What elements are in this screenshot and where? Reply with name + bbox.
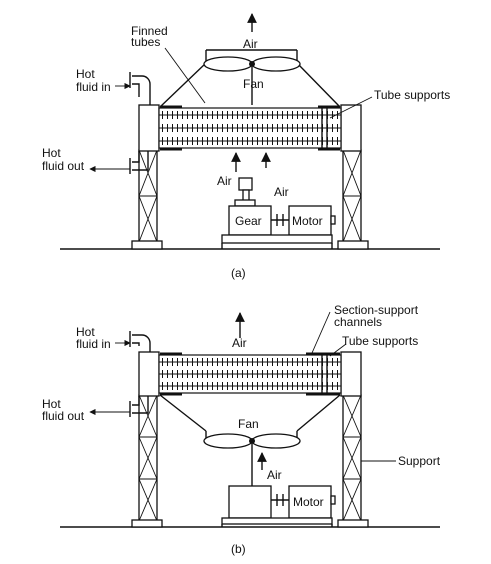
motor-label-b: Motor — [293, 495, 324, 509]
fan-b — [203, 433, 301, 486]
air-fan-label-b: Air — [267, 468, 282, 482]
finned-tubes-leader-a — [164, 47, 206, 104]
drive-b — [221, 485, 336, 527]
left-support-leg-b — [131, 394, 163, 528]
support-label-b: Support — [398, 454, 441, 468]
motor-label-a: Motor — [292, 214, 323, 228]
drive-base-a — [221, 234, 333, 244]
air-top-label-a: Air — [243, 37, 258, 51]
fan-label-a: Fan — [243, 77, 264, 91]
drive-base-b — [221, 517, 333, 525]
tube-supports-leader-b — [329, 343, 347, 357]
gear-label-a: Gear — [235, 214, 262, 228]
tube-support-plate-b — [321, 353, 328, 395]
hot-fluid-out-label-b-line1: Hot — [42, 397, 61, 411]
inlet-pipe-a — [129, 72, 151, 105]
motor-b — [288, 485, 332, 519]
inlet-header-a — [138, 104, 160, 152]
section-support-label-b-line2: channels — [334, 315, 382, 329]
motor-housing-b — [228, 485, 272, 519]
inlet-pipe-b — [129, 331, 151, 352]
hot-fluid-in-label-b-line2: fluid in — [76, 337, 111, 351]
finned-tubes-label-a-line1: Finned — [131, 24, 168, 38]
hot-fluid-in-label-a-line1: Hot — [76, 67, 95, 81]
outlet-pipe-b — [129, 396, 149, 417]
left-support-leg-a — [131, 149, 163, 250]
finned-tubes-label-a-line2: tubes — [131, 35, 160, 49]
tube-bundle-b — [158, 352, 342, 396]
tube-supports-leader-a — [329, 96, 373, 119]
caption-a: (a) — [231, 266, 246, 280]
fan-label-b: Fan — [238, 417, 259, 431]
hot-fluid-in-label-b-line1: Hot — [76, 325, 95, 339]
hot-fluid-out-label-b-line2: fluid out — [42, 409, 85, 423]
air-left-label-a: Air — [217, 174, 232, 188]
return-header-b — [340, 351, 362, 397]
caption-b: (b) — [231, 542, 246, 556]
tube-supports-label-a: Tube supports — [374, 88, 450, 102]
tube-support-plate-a — [321, 106, 328, 150]
right-support-leg-b — [337, 394, 369, 528]
air-top-label-b: Air — [232, 336, 247, 350]
diagram-a: Air Finned tubes Fan Hot fluid in Tube s… — [42, 13, 450, 280]
inlet-header-b — [138, 351, 160, 397]
return-header-a — [340, 104, 362, 152]
fan-plenum-a — [159, 49, 341, 108]
tube-bundle-a — [158, 105, 342, 151]
tube-supports-label-b: Tube supports — [342, 334, 418, 348]
right-support-leg-a — [337, 149, 369, 250]
hot-fluid-in-label-a-line2: fluid in — [76, 80, 111, 94]
drive-a — [221, 177, 336, 249]
air-right-label-a: Air — [274, 185, 289, 199]
section-support-leader-b — [311, 311, 331, 354]
hot-fluid-out-label-a-line2: fluid out — [42, 159, 85, 173]
outlet-pipe-a — [129, 151, 149, 174]
hot-fluid-out-label-a-line1: Hot — [42, 146, 61, 160]
section-support-label-b-line1: Section-support — [334, 303, 419, 317]
diagram-b: Hot fluid in Air Section-support channel… — [42, 303, 441, 556]
fan-a — [203, 56, 301, 105]
